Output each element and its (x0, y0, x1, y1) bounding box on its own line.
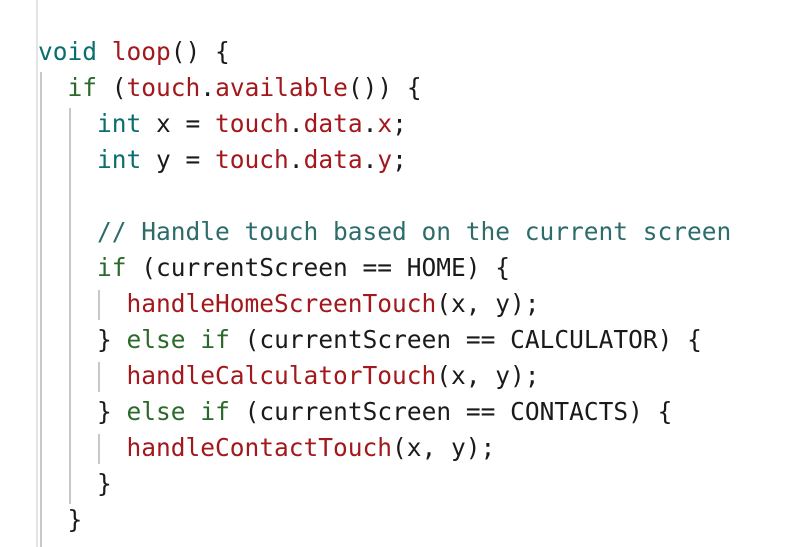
code-line: int x = touch.data.x; (38, 106, 731, 142)
code-line: handleCalculatorTouch(x, y); (38, 358, 731, 394)
code-token: else (126, 325, 186, 354)
code-token: y = (141, 145, 216, 174)
code-token (112, 397, 127, 426)
code-token: . (362, 109, 378, 138)
code-token: else (126, 397, 186, 426)
indent-guide-function (40, 72, 42, 547)
code-token: (x, y); (392, 433, 496, 462)
code-line: if (currentScreen == HOME) { (38, 250, 731, 286)
code-line: handleHomeScreenTouch(x, y); (38, 286, 731, 322)
code-token: () { (170, 37, 230, 66)
code-token: (currentScreen == CONTACTS) { (229, 397, 673, 426)
code-token: data (303, 109, 363, 138)
code-token: available (215, 73, 348, 102)
code-token (186, 325, 201, 354)
code-token: ; (392, 109, 407, 138)
code-token: // Handle touch based on the current scr… (97, 217, 732, 246)
indent-guide-branch-3 (98, 434, 100, 464)
code-token (112, 325, 127, 354)
code-token: data (303, 145, 363, 174)
indent-guide-outer (36, 0, 38, 547)
code-line: } else if (currentScreen == CONTACTS) { (38, 394, 731, 430)
code-token: if (67, 73, 98, 102)
code-line: // Handle touch based on the current scr… (38, 214, 731, 250)
code-token: touch (215, 109, 289, 138)
code-token: if (97, 253, 127, 282)
code-token: . (200, 73, 216, 102)
code-token: . (288, 109, 304, 138)
code-token: x = (141, 109, 216, 138)
code-token: if (200, 325, 230, 354)
code-token: ()) { (347, 73, 422, 102)
code-token: } (97, 325, 112, 354)
code-token: int (97, 109, 142, 138)
code-line (38, 178, 731, 214)
code-token: } (97, 397, 112, 426)
code-token: handleCalculatorTouch (126, 361, 437, 390)
code-token: (currentScreen == CALCULATOR) { (229, 325, 702, 354)
indent-guide-branch-2 (98, 362, 100, 392)
code-line: void loop() { (38, 34, 731, 70)
code-token: . (362, 145, 378, 174)
code-token: y (377, 145, 393, 174)
code-token: handleContactTouch (126, 433, 393, 462)
indent-guide-branch-1 (98, 290, 100, 320)
code-token: x (377, 109, 393, 138)
code-line: } else if (currentScreen == CALCULATOR) … (38, 322, 731, 358)
code-line: handleContactTouch(x, y); (38, 430, 731, 466)
code-token: touch (126, 73, 201, 102)
code-token: ( (97, 73, 127, 102)
code-token: loop (111, 37, 171, 66)
code-line: int y = touch.data.y; (38, 142, 731, 178)
code-token: (x, y); (436, 289, 540, 318)
code-token (186, 397, 201, 426)
code-line: if (touch.available()) { (38, 70, 731, 106)
code-token: } (97, 469, 112, 498)
code-token: if (200, 397, 230, 426)
code-token: touch (215, 145, 289, 174)
code-token: (currentScreen == HOME) { (126, 253, 511, 282)
code-token (97, 37, 112, 66)
code-line: } (38, 466, 731, 502)
code-token: handleHomeScreenTouch (126, 289, 437, 318)
code-token: . (288, 145, 304, 174)
code-line: } (38, 502, 731, 538)
code-token: ; (392, 145, 407, 174)
code-token: } (67, 505, 83, 534)
indent-guide-if (69, 108, 71, 504)
code-block: void loop() {if (touch.available()) {int… (38, 34, 731, 538)
code-token: int (97, 145, 142, 174)
code-token: (x, y); (436, 361, 540, 390)
code-token: void (38, 37, 98, 66)
